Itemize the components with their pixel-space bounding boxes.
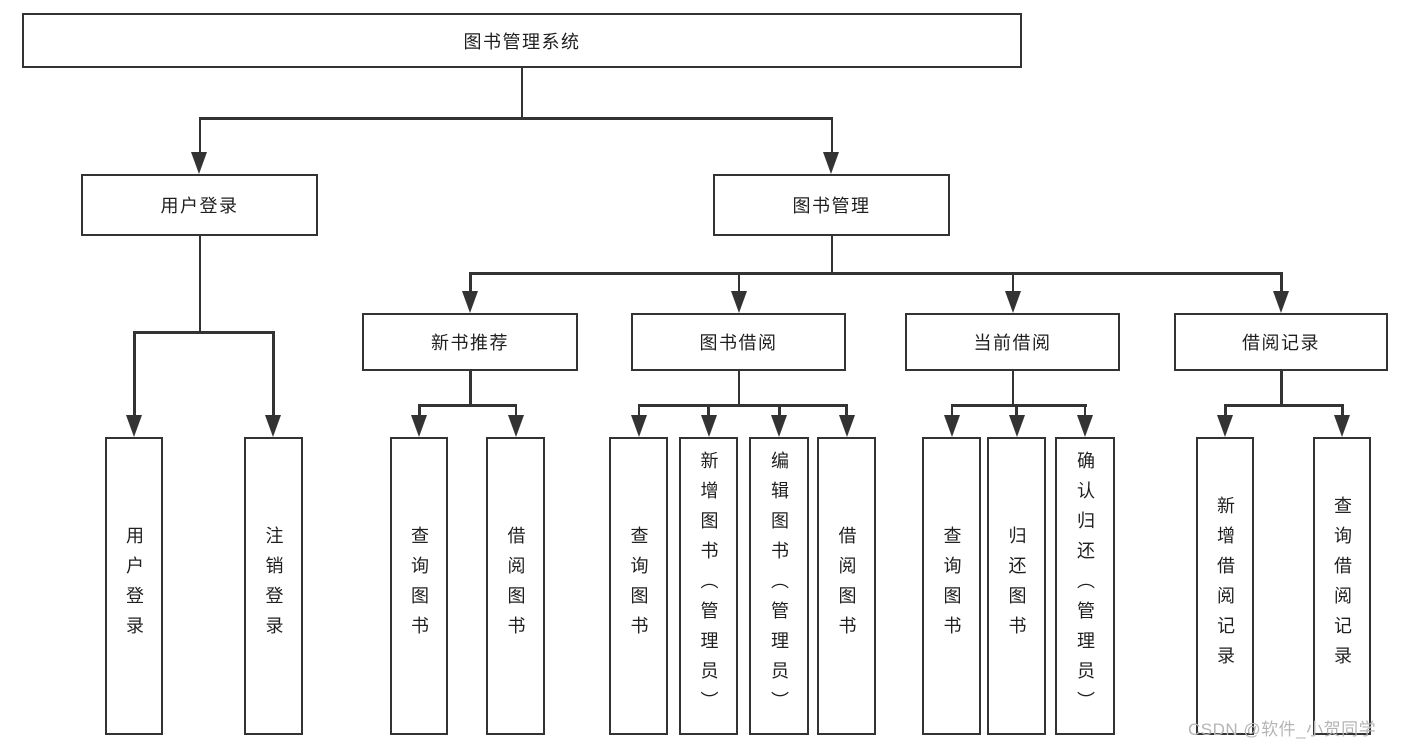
connector-line	[707, 404, 710, 418]
connector-line	[830, 236, 833, 274]
connector-line	[469, 272, 472, 294]
connector-line	[778, 404, 781, 418]
connector-line	[133, 331, 274, 334]
connector-line	[845, 404, 848, 418]
connector-line	[1224, 404, 1227, 418]
node-root-box: 图书管理系统	[22, 13, 1022, 68]
leaf-edit-book-admin: 编辑图书（管理员）	[749, 437, 809, 735]
leaf-query-book-recommend-label: 查询图书	[409, 526, 429, 646]
node-new-book-recommend-label: 新书推荐	[431, 333, 509, 353]
arrow-down-icon	[1008, 415, 1025, 437]
connector-line	[1280, 371, 1283, 406]
node-book-management-label: 图书管理	[792, 196, 871, 216]
connector-line	[272, 331, 275, 419]
leaf-add-borrow-record-label: 新增借阅记录	[1215, 496, 1235, 676]
arrow-down-icon	[838, 415, 855, 437]
node-current-borrow-label: 当前借阅	[973, 333, 1052, 353]
connector-line	[830, 117, 833, 157]
arrow-down-icon	[630, 415, 647, 437]
arrow-down-icon	[126, 415, 142, 437]
leaf-borrow-book-recommend: 借阅图书	[486, 437, 545, 735]
arrow-down-icon	[771, 415, 787, 437]
node-user-login-label: 用户登录	[160, 196, 239, 216]
leaf-query-borrow-record-label: 查询借阅记录	[1332, 496, 1352, 676]
connector-line	[1224, 404, 1343, 407]
leaf-borrow-book-label: 借阅图书	[836, 526, 857, 646]
arrow-down-icon	[1334, 415, 1350, 437]
connector-line	[637, 404, 848, 407]
watermark: CSDN @软件_小贺同学	[1188, 720, 1377, 739]
connector-line	[950, 404, 1087, 407]
leaf-add-book-admin-label: 新增图书（管理员）	[698, 451, 719, 721]
leaf-return-book: 归还图书	[987, 437, 1046, 735]
node-borrow-record-label: 借阅记录	[1242, 333, 1320, 353]
connector-line	[198, 236, 201, 333]
node-user-login-box: 用户登录	[81, 174, 318, 236]
leaf-query-book-current-label: 查询图书	[941, 526, 962, 646]
leaf-borrow-book: 借阅图书	[817, 437, 876, 735]
connector-line	[418, 404, 421, 418]
arrow-down-icon	[1004, 291, 1021, 313]
arrow-down-icon	[1273, 291, 1289, 313]
arrow-down-icon	[507, 415, 524, 437]
leaf-query-book-borrow: 查询图书	[609, 437, 668, 735]
connector-line	[950, 404, 953, 418]
leaf-borrow-book-recommend-label: 借阅图书	[505, 526, 526, 646]
arrow-down-icon	[1077, 415, 1093, 437]
arrow-down-icon	[700, 415, 717, 437]
leaf-add-borrow-record: 新增借阅记录	[1196, 437, 1254, 735]
leaf-edit-book-admin-label: 编辑图书（管理员）	[769, 451, 789, 721]
leaf-return-book-label: 归还图书	[1006, 526, 1027, 646]
arrow-down-icon	[462, 291, 478, 313]
connector-line	[1083, 404, 1086, 418]
arrow-down-icon	[265, 415, 281, 437]
connector-line	[1011, 272, 1014, 294]
leaf-confirm-return-admin-label: 确认归还（管理员）	[1075, 451, 1095, 721]
connector-line	[198, 117, 201, 157]
connector-line	[133, 331, 136, 419]
node-current-borrow-box: 当前借阅	[905, 313, 1120, 371]
leaf-confirm-return-admin: 确认归还（管理员）	[1055, 437, 1115, 735]
arrow-down-icon	[730, 291, 747, 313]
connector-line	[520, 68, 523, 118]
node-book-management-box: 图书管理	[713, 174, 950, 236]
leaf-logout: 注销登录	[244, 437, 303, 735]
leaf-query-book-current: 查询图书	[922, 437, 981, 735]
arrow-down-icon	[411, 415, 427, 437]
connector-line	[737, 371, 740, 406]
connector-line	[514, 404, 517, 418]
leaf-logout-label: 注销登录	[263, 526, 284, 646]
connector-line	[637, 404, 640, 418]
arrow-down-icon	[943, 415, 960, 437]
connector-line	[469, 272, 1282, 275]
connector-line	[1341, 404, 1344, 418]
arrow-down-icon	[1217, 415, 1233, 437]
leaf-query-borrow-record: 查询借阅记录	[1313, 437, 1371, 735]
node-book-borrow-label: 图书借阅	[699, 333, 778, 353]
node-root-label: 图书管理系统	[463, 31, 581, 52]
leaf-user-login-label: 用户登录	[124, 526, 144, 646]
leaf-query-book-recommend: 查询图书	[390, 437, 448, 735]
arrow-down-icon	[191, 152, 207, 174]
leaf-query-book-borrow-label: 查询图书	[628, 526, 649, 646]
node-borrow-record-box: 借阅记录	[1174, 313, 1388, 371]
node-new-book-recommend-box: 新书推荐	[362, 313, 578, 371]
connector-line	[1280, 272, 1283, 294]
arrow-down-icon	[823, 152, 839, 174]
connector-line	[737, 272, 740, 294]
node-book-borrow-box: 图书借阅	[631, 313, 846, 371]
connector-line	[1015, 404, 1018, 418]
connector-line	[1011, 371, 1014, 406]
connector-line	[418, 404, 517, 407]
connector-line	[469, 371, 472, 406]
leaf-user-login: 用户登录	[105, 437, 163, 735]
connector-line	[198, 117, 833, 120]
leaf-add-book-admin: 新增图书（管理员）	[679, 437, 738, 735]
